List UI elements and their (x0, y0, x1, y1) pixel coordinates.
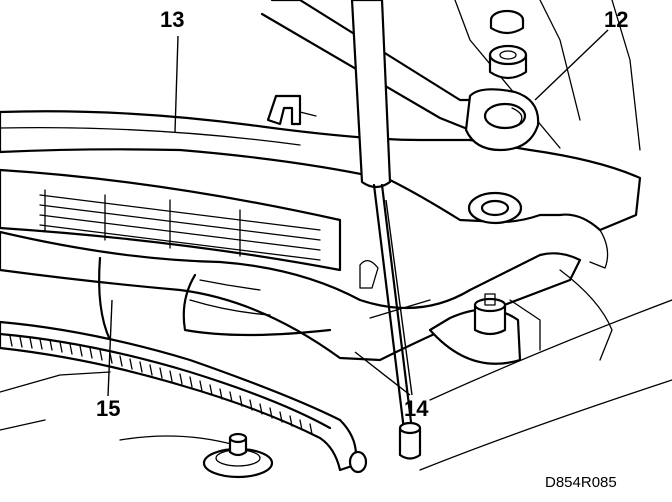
drawing-code: D854R085 (545, 474, 617, 491)
suspension-top-mount (428, 293, 522, 365)
air-intake-grille (0, 168, 342, 272)
cowl-clip (266, 94, 317, 126)
bonnet-strut (350, 0, 414, 432)
callout-13: 13 (160, 7, 185, 32)
callout-12: 12 (604, 7, 629, 32)
leader-13 (174, 35, 179, 133)
grommet (467, 191, 523, 225)
callout-leaders (107, 29, 609, 397)
callout-14: 14 (404, 396, 429, 421)
leader-14a (354, 351, 411, 396)
callout-15: 15 (96, 396, 121, 421)
leader-15 (107, 299, 113, 397)
wiper-nut-and-cap (488, 9, 528, 80)
cowl-panel (0, 110, 642, 269)
bonnet-seal-strip (0, 320, 368, 474)
leader-12 (534, 29, 609, 101)
heater-duct (98, 256, 332, 342)
leader-14b (385, 199, 413, 396)
floor-grommets (202, 421, 422, 479)
